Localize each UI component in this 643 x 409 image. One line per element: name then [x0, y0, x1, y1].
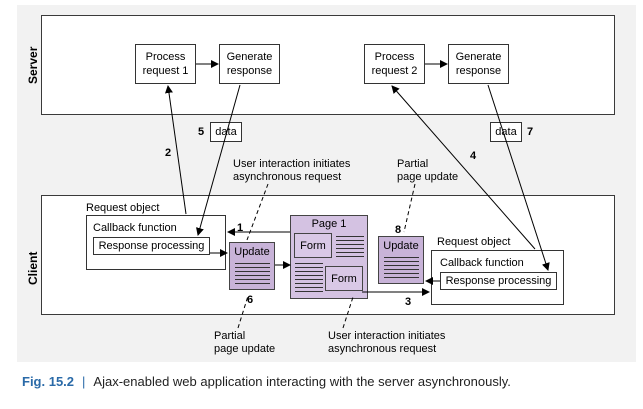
process-request-2-box: Process request 2 — [364, 44, 425, 84]
caption-separator: | — [82, 374, 86, 389]
figure-caption: Fig. 15.2 | Ajax-enabled web application i… — [22, 374, 511, 389]
form-top-box: Form — [294, 233, 332, 258]
step-4: 4 — [470, 150, 477, 162]
arrow-step-4 — [391, 85, 536, 250]
caption-text: Ajax-enabled web application interacting… — [93, 374, 511, 389]
step-6: 6 — [247, 294, 254, 306]
update-document-left: Update — [229, 242, 275, 290]
data-right-box: data — [490, 122, 522, 142]
annotation-partial-update-bottom: Partial page update — [214, 330, 276, 355]
leader-partial-bottom — [237, 295, 249, 329]
step-5: 5 — [198, 126, 205, 138]
annotation-user-interaction-bottom: User interaction initiates asynchronous … — [328, 330, 446, 355]
update-left-label: Update — [234, 246, 270, 258]
leader-ui-top — [246, 183, 269, 241]
arrow-step-2 — [165, 85, 187, 215]
update-document-right: Update — [378, 236, 424, 284]
caption-figure-number: Fig. 15.2 — [22, 374, 75, 389]
left-callback-label: Callback function — [93, 222, 177, 234]
step-2: 2 — [165, 147, 172, 159]
page-lines-top-right — [336, 236, 364, 258]
update-left-lines — [235, 263, 270, 287]
generate-response-left-box: Generate response — [219, 44, 280, 84]
update-right-label: Update — [383, 240, 419, 252]
annotation-partial-update-top: Partial page update — [397, 158, 459, 183]
arrow-step-7 — [487, 84, 550, 271]
left-request-object-title: Request object — [86, 202, 160, 214]
step-8: 8 — [395, 224, 402, 236]
right-callback-label: Callback function — [440, 257, 524, 269]
step-1: 1 — [237, 222, 244, 234]
arrow-step-5 — [196, 84, 241, 236]
leader-ui-bottom — [342, 296, 354, 329]
generate-response-right-box: Generate response — [448, 44, 509, 84]
page-lines-mid-left — [295, 263, 323, 293]
step-7: 7 — [527, 126, 534, 138]
update-right-lines — [384, 257, 419, 281]
right-request-object-title: Request object — [437, 236, 511, 248]
form-bottom-box: Form — [325, 266, 363, 291]
data-left-box: data — [210, 122, 242, 142]
page-1-document: Page 1 Form Form — [290, 215, 368, 299]
right-response-processing-box: Response processing — [440, 272, 557, 290]
page-1-title: Page 1 — [311, 218, 347, 230]
left-response-processing-box: Response processing — [93, 237, 210, 255]
process-request-1-box: Process request 1 — [135, 44, 196, 84]
leader-partial-top — [403, 183, 416, 233]
annotation-user-interaction-top: User interaction initiates asynchronous … — [233, 158, 351, 183]
step-3: 3 — [405, 296, 412, 308]
